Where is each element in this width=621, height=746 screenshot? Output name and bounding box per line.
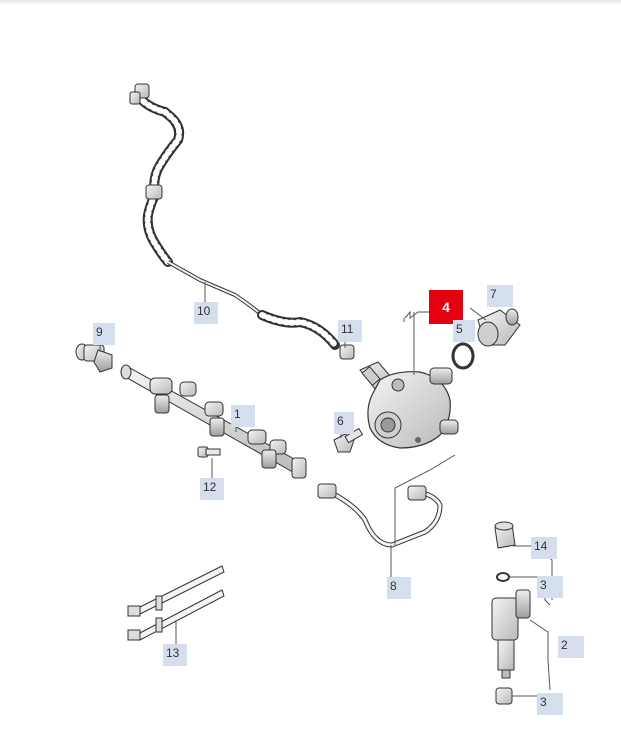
callout-3-lower[interactable]: 3 — [537, 693, 563, 715]
callout-5[interactable]: 5 — [453, 320, 475, 342]
callout-12[interactable]: 12 — [200, 478, 224, 500]
part-vacuum-hose — [129, 83, 340, 350]
part-roller-tappet — [477, 308, 521, 347]
part-injector — [491, 589, 531, 679]
part-o-ring-5 — [451, 342, 475, 370]
callout-7[interactable]: 7 — [487, 285, 513, 307]
part-fuel-rail — [120, 364, 307, 479]
callout-6[interactable]: 6 — [334, 412, 354, 434]
callout-3-upper[interactable]: 3 — [537, 576, 563, 598]
part-hose-clamp — [339, 344, 355, 360]
callout-9[interactable]: 9 — [93, 323, 115, 345]
callout-2[interactable]: 2 — [558, 636, 584, 658]
callout-1[interactable]: 1 — [231, 405, 255, 427]
part-pressure-sensor — [75, 343, 113, 373]
callout-4-selected[interactable]: 4 — [429, 290, 463, 324]
part-bolt-6 — [333, 427, 364, 453]
callout-8[interactable]: 8 — [387, 577, 411, 599]
part-high-pressure-pump — [359, 361, 459, 449]
callout-10[interactable]: 10 — [194, 302, 218, 324]
top-shadow — [0, 0, 621, 5]
callout-11[interactable]: 11 — [338, 320, 362, 342]
callout-13[interactable]: 13 — [163, 644, 187, 666]
part-seal-ring-3a — [496, 572, 510, 582]
part-bolt-12 — [197, 446, 221, 458]
part-high-pressure-line — [317, 483, 443, 548]
callout-14[interactable]: 14 — [531, 537, 557, 559]
part-seal-ring-3b — [495, 687, 513, 705]
part-injector-clip — [494, 521, 516, 549]
part-cable-ties — [127, 565, 225, 641]
